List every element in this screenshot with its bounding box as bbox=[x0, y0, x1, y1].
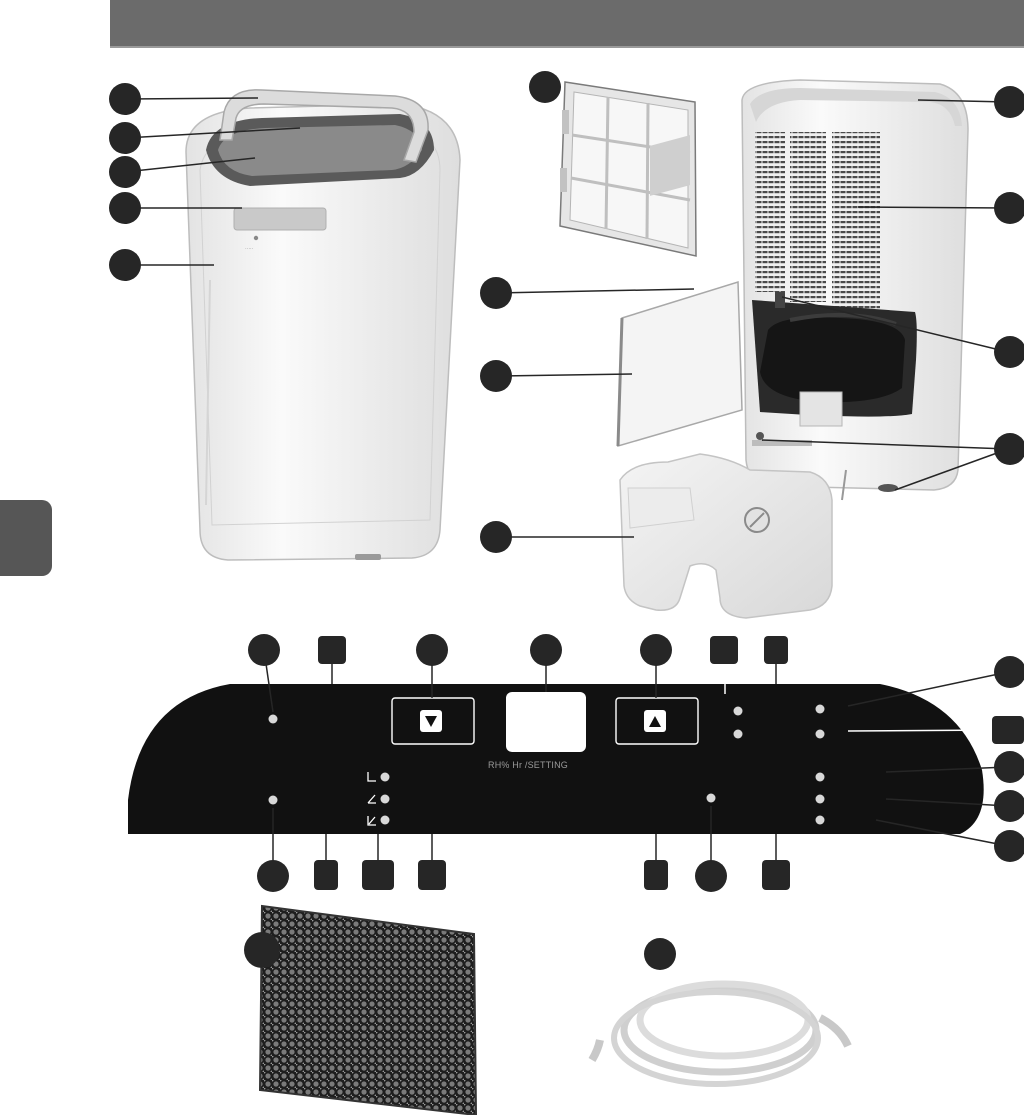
callout-marker bbox=[109, 122, 141, 154]
callout-marker bbox=[644, 860, 668, 890]
callout-marker bbox=[109, 249, 141, 281]
unit-rear-view bbox=[616, 79, 969, 501]
control-panel bbox=[128, 684, 1003, 834]
svg-text:·····: ····· bbox=[245, 246, 254, 252]
callout-marker bbox=[318, 636, 346, 664]
callout-marker bbox=[994, 790, 1024, 822]
callout-marker bbox=[480, 360, 512, 392]
callout-marker bbox=[764, 636, 788, 664]
callout-marker bbox=[529, 71, 561, 103]
callout-marker bbox=[994, 192, 1024, 224]
callout-marker bbox=[994, 336, 1024, 368]
callout-marker bbox=[644, 938, 676, 970]
callout-marker bbox=[994, 751, 1024, 783]
callout-marker bbox=[530, 634, 562, 666]
callout-marker bbox=[992, 716, 1024, 744]
callout-marker bbox=[109, 156, 141, 188]
callout-marker bbox=[994, 656, 1024, 688]
mesh-filter bbox=[258, 904, 478, 1115]
callout-marker bbox=[640, 634, 672, 666]
callout-marker bbox=[248, 634, 280, 666]
header-bar bbox=[110, 0, 1024, 48]
water-tank bbox=[619, 453, 833, 619]
callout-marker bbox=[994, 86, 1024, 118]
filter-panel bbox=[559, 81, 697, 257]
drain-hose bbox=[588, 980, 852, 1087]
callout-marker bbox=[994, 433, 1024, 465]
callout-marker bbox=[480, 277, 512, 309]
leader-lines bbox=[124, 97, 1009, 872]
callout-marker bbox=[762, 860, 790, 890]
callout-marker bbox=[710, 636, 738, 664]
callout-markers bbox=[109, 71, 1024, 970]
callout-marker bbox=[480, 521, 512, 553]
section-tab bbox=[0, 500, 52, 576]
callout-marker bbox=[109, 83, 141, 115]
callout-marker bbox=[418, 860, 446, 890]
callout-marker bbox=[994, 830, 1024, 862]
callout-marker bbox=[109, 192, 141, 224]
callout-marker bbox=[257, 860, 289, 892]
callout-marker bbox=[695, 860, 727, 892]
callout-marker bbox=[314, 860, 338, 890]
callout-marker bbox=[416, 634, 448, 666]
callout-marker bbox=[244, 932, 280, 968]
unit-front-view: ····· bbox=[185, 89, 461, 561]
display-label: RH% Hr /SETTING bbox=[488, 760, 569, 770]
callout-marker bbox=[362, 860, 394, 890]
